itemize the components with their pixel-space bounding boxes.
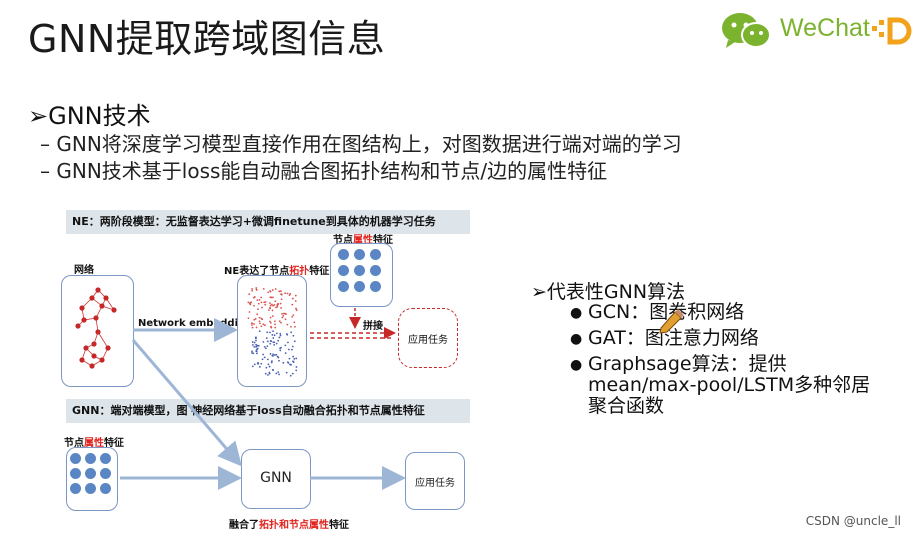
sub-item-2: – GNN技术基于loss能自动融合图拓扑结构和节点/边的属性特征: [40, 159, 608, 183]
network-embedding-label: Network embedding: [138, 318, 253, 329]
wechat-logo-text: WeChat: [780, 14, 870, 42]
node-attr-top-label: 节点属性特征: [333, 231, 393, 246]
wechat-icon: [722, 13, 771, 48]
sub-item-1: – GNN将深度学习模型直接作用在图结构上，对图数据进行端对端的学习: [40, 132, 682, 156]
fused-red: 拓扑和节点属性: [259, 520, 329, 531]
bullet-icon: ●: [570, 305, 583, 321]
node-attr-top-grid: [338, 249, 392, 292]
brand-mark-icon: [872, 17, 912, 45]
node-attr-bottom-label: 节点属性特征: [64, 434, 124, 449]
node-attr-bottom-prefix: 节点: [64, 438, 84, 449]
ne-embed-red: 拓扑: [289, 266, 310, 277]
ne-bar: NE：两阶段模型：无监督表达学习+微调finetune到具体的机器学习任务: [66, 210, 470, 234]
bullet-icon: ●: [570, 331, 583, 347]
concat-label: 拼接: [363, 321, 383, 332]
algo-item-gat: ● GAT：图注意力网络: [570, 327, 759, 349]
pencil-cursor-icon: [659, 309, 684, 334]
ne-embed-prefix: NE表达了节点: [224, 266, 290, 277]
wechat-logo: [718, 8, 915, 52]
node-attr-bottom-grid: [70, 453, 117, 494]
gnn-bar-text: GNN：端对端模型，图 神经网络基于loss自动融合拓扑和节点属性特征: [72, 404, 425, 417]
algo-graphsage-text: Graphsage算法：提供mean/max-pool/LSTM多种邻居聚合函数: [588, 353, 871, 417]
right-heading: ➢代表性GNN算法: [531, 281, 686, 303]
gnn-box-label: GNN: [260, 470, 292, 486]
node-attr-bottom-red: 属性: [84, 438, 104, 449]
node-attr-top-red: 属性: [353, 235, 373, 246]
network-graph-box: [61, 275, 134, 387]
ne-embed-suffix: 特征: [309, 266, 330, 277]
network-label: 网络: [74, 265, 94, 276]
embedding-scatter-box: [237, 275, 307, 387]
node-attr-bottom-suffix: 特征: [104, 438, 124, 449]
fused-label: 融合了拓扑和节点属性特征: [229, 516, 349, 531]
algo-gcn-text: GCN：图卷积网络: [588, 301, 745, 323]
node-attr-top-box: [330, 243, 393, 307]
network-to-gnn-arrow: [131, 339, 242, 467]
fused-prefix: 融合了: [229, 520, 259, 531]
algo-item-gcn: ● GCN：图卷积网络: [570, 301, 745, 323]
node-attr-bottom-box: [66, 447, 118, 511]
fused-suffix: 特征: [329, 520, 349, 531]
app-task-bottom-label: 应用任务: [415, 478, 455, 489]
ne-embed-label: NE表达了节点拓扑特征: [224, 262, 329, 277]
embedding-scatter-icon: [247, 287, 298, 377]
algo-gat-text: GAT：图注意力网络: [588, 327, 759, 349]
network-graph-icon: [75, 287, 117, 369]
app-task-top-label: 应用任务: [408, 335, 448, 346]
watermark: CSDN @uncle_ll: [805, 514, 901, 528]
node-attr-top-suffix: 特征: [373, 235, 393, 246]
gnn-bar: GNN：端对端模型，图 神经网络基于loss自动融合拓扑和节点属性特征: [66, 399, 470, 423]
bullet-icon: ●: [570, 357, 583, 373]
diagram-arrows: [120, 308, 406, 490]
node-attr-top-prefix: 节点: [333, 235, 353, 246]
app-task-top-box: 应用任务: [398, 308, 458, 368]
section-heading: ➢GNN技术: [28, 102, 151, 130]
ne-bar-text: NE：两阶段模型：无监督表达学习+微调finetune到具体的机器学习任务: [72, 215, 436, 228]
algo-item-graphsage: ● Graphsage算法：提供mean/max-pool/LSTM多种邻居聚合函…: [570, 353, 888, 417]
slide-title: GNN提取跨域图信息: [28, 17, 386, 61]
